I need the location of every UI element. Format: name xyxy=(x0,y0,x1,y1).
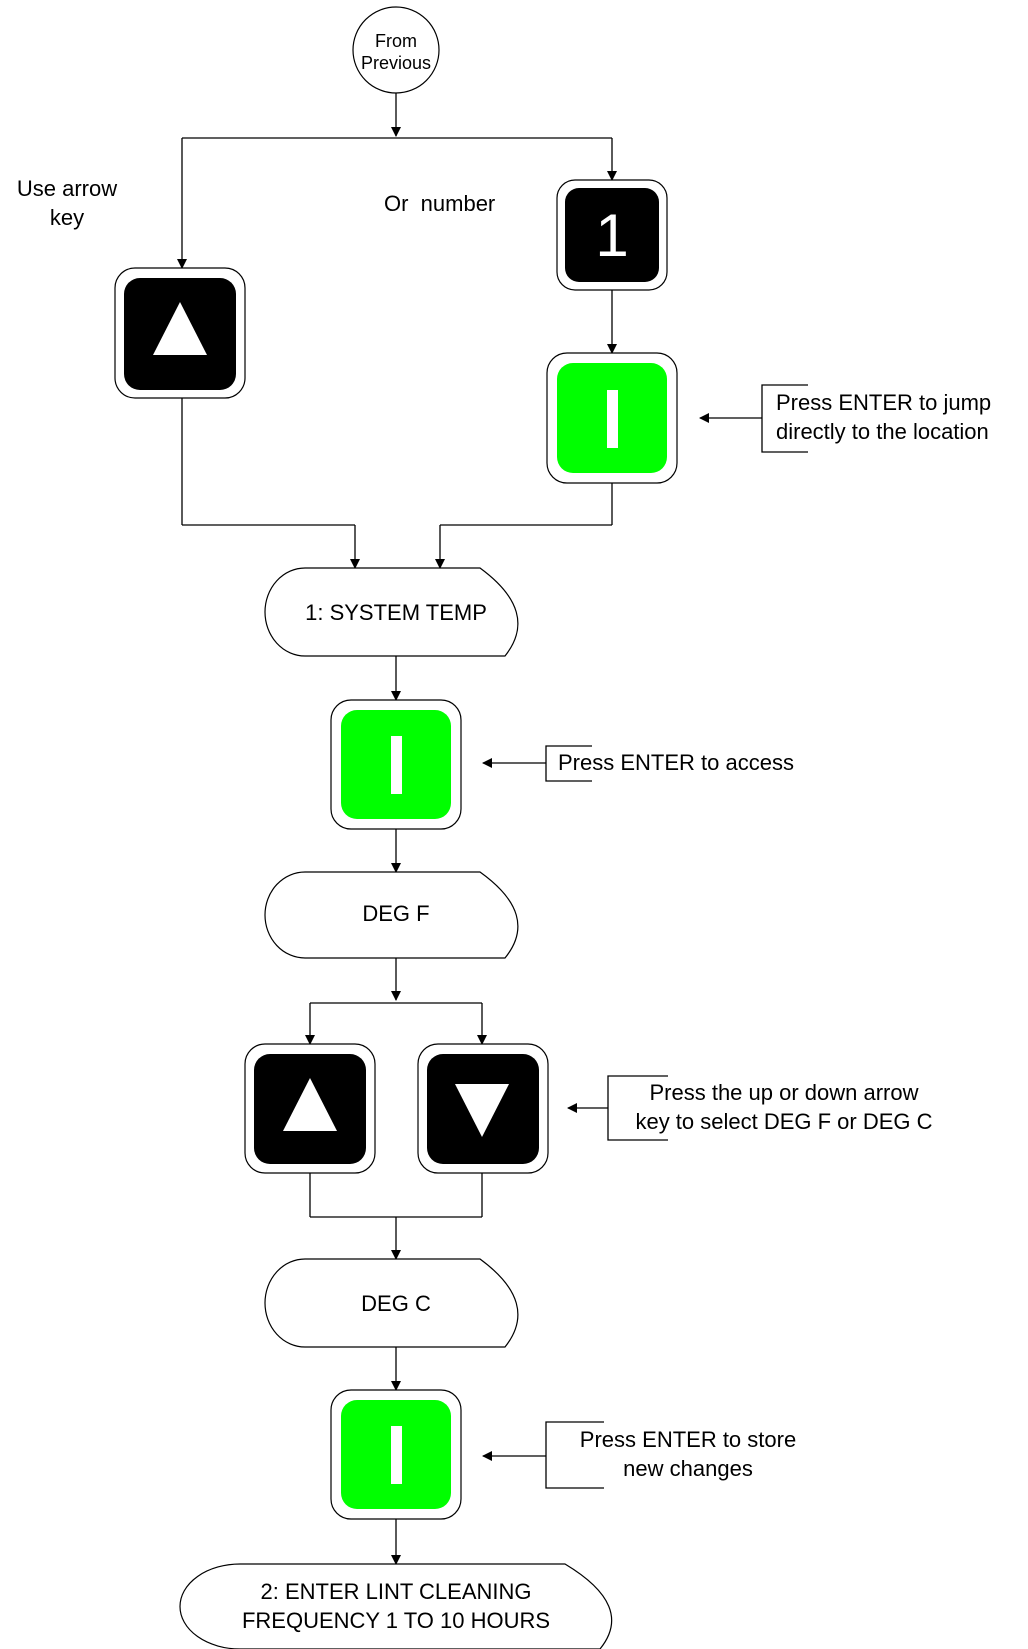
up-arrow-key-icon xyxy=(283,1078,337,1131)
start-connector: From Previous xyxy=(352,6,440,94)
annotation-select-line2: key to select DEG F or DEG C xyxy=(635,1109,932,1134)
use-arrow-key-label-line1: Use arrow xyxy=(17,176,117,201)
enter-key-access xyxy=(330,699,462,830)
enter-key-icon xyxy=(391,736,402,794)
enter-key-icon xyxy=(391,1426,402,1484)
display-system-temp-text: 1: SYSTEM TEMP xyxy=(305,600,487,625)
start-label-line1: From xyxy=(375,31,417,51)
display-lint-line2: FREQUENCY 1 TO 10 HOURS xyxy=(242,1608,550,1633)
display-deg-c-text: DEG C xyxy=(361,1291,431,1316)
up-arrow-key-select xyxy=(244,1043,376,1174)
enter-key-store xyxy=(330,1389,462,1520)
annotation-select-line1: Press the up or down arrow xyxy=(649,1080,918,1105)
annotation-jump: Press ENTER to jump directly to the loca… xyxy=(699,384,991,453)
up-arrow-key-left xyxy=(114,267,246,399)
annotation-store-line1: Press ENTER to store xyxy=(580,1427,796,1452)
display-system-temp: 1: SYSTEM TEMP xyxy=(264,567,519,657)
display-lint-cleaning: 2: ENTER LINT CLEANING FREQUENCY 1 TO 10… xyxy=(179,1563,613,1649)
enter-key-icon xyxy=(607,390,618,448)
annotation-store: Press ENTER to store new changes xyxy=(482,1421,796,1489)
annotation-jump-line1: Press ENTER to jump xyxy=(776,390,991,415)
display-deg-f: DEG F xyxy=(264,871,519,959)
annotation-store-line2: new changes xyxy=(623,1456,753,1481)
display-deg-f-text: DEG F xyxy=(362,901,429,926)
use-arrow-key-label-line2: key xyxy=(50,205,84,230)
up-arrow-key-icon xyxy=(153,302,207,355)
or-number-label: Or number xyxy=(384,191,495,216)
flow-connectors xyxy=(177,93,617,1565)
annotation-access-line1: Press ENTER to access xyxy=(558,750,794,775)
down-arrow-key-select xyxy=(417,1043,549,1174)
down-arrow-key-icon xyxy=(455,1084,509,1137)
display-deg-c: DEG C xyxy=(264,1258,519,1348)
number-1-key: 1 xyxy=(556,179,668,291)
annotation-jump-line2: directly to the location xyxy=(776,419,989,444)
number-1-key-icon: 1 xyxy=(595,202,628,269)
start-label-line2: Previous xyxy=(361,53,431,73)
annotation-select: Press the up or down arrow key to select… xyxy=(567,1075,933,1141)
enter-key-jump xyxy=(546,352,678,484)
display-lint-line1: 2: ENTER LINT CLEANING xyxy=(261,1579,532,1604)
annotation-access: Press ENTER to access xyxy=(482,745,794,782)
